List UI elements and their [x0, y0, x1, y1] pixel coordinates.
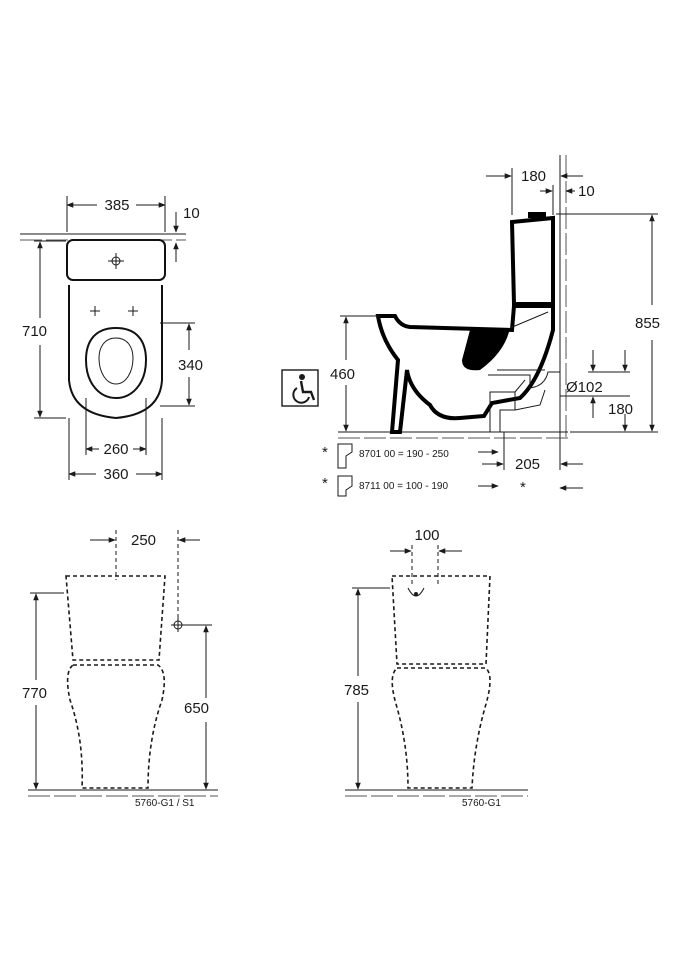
cistern — [509, 215, 555, 306]
bowl-outline — [66, 664, 166, 789]
dim-785: 785 — [344, 682, 369, 699]
dim-180-outlet: 180 — [608, 401, 633, 418]
dim-460: 460 — [330, 366, 355, 383]
dim-340: 340 — [178, 357, 203, 374]
tank-outline — [66, 239, 166, 281]
side-view: 180 10 855 460 Ø102 180 205 * — [281, 155, 660, 497]
front-view-right: 100 785 5760-G1 — [344, 527, 528, 809]
flush-button — [528, 212, 546, 218]
bowl-inner — [98, 337, 134, 385]
dim-10-top: 10 — [183, 205, 200, 222]
hinge-icon — [90, 306, 138, 316]
dim-205: 205 — [515, 456, 540, 473]
pan-connector-detail — [514, 379, 546, 411]
dim-250: 250 — [131, 532, 156, 549]
bowl-outline — [68, 285, 163, 420]
wheelchair-icon — [281, 369, 319, 407]
seat-opening — [84, 326, 148, 400]
rim-line — [509, 311, 549, 329]
tank-outline — [65, 575, 166, 661]
flush-valve-icon — [407, 587, 425, 597]
flush-button-icon — [108, 253, 124, 269]
bowl-outline — [391, 667, 491, 789]
dim-710: 710 — [22, 323, 47, 340]
bowl-profile — [375, 304, 555, 434]
model-code-left: 5760-G1 / S1 — [135, 798, 195, 809]
dim-180-tank: 180 — [521, 168, 546, 185]
note-1-mark: * — [322, 444, 328, 461]
dim-100: 100 — [414, 527, 439, 544]
connector-short-icon — [337, 475, 353, 497]
top-view: 385 10 710 340 260 360 — [20, 196, 203, 483]
note-3-mark: * — [520, 479, 526, 496]
dim-diameter-102: Ø102 — [566, 379, 603, 396]
dim-360: 360 — [103, 466, 128, 483]
connector-long-icon — [337, 443, 353, 469]
note-1-text: 8701 00 = 190 - 250 — [359, 449, 449, 460]
dim-650: 650 — [184, 700, 209, 717]
note-2-mark: * — [322, 475, 328, 492]
tank-outline — [391, 575, 491, 665]
dim-10-side: 10 — [578, 183, 595, 200]
model-code-right: 5760-G1 — [462, 798, 501, 809]
bowl-trap — [462, 328, 510, 371]
dim-260: 260 — [103, 441, 128, 458]
dim-855: 855 — [635, 315, 660, 332]
connection-point-icon — [171, 618, 185, 632]
outlet-pipe — [488, 371, 560, 389]
note-2-text: 8711 00 = 100 - 190 — [359, 481, 448, 492]
dim-770: 770 — [22, 685, 47, 702]
front-view-left: 250 770 650 5760-G1 / S1 — [22, 530, 218, 809]
dim-385: 385 — [104, 197, 129, 214]
